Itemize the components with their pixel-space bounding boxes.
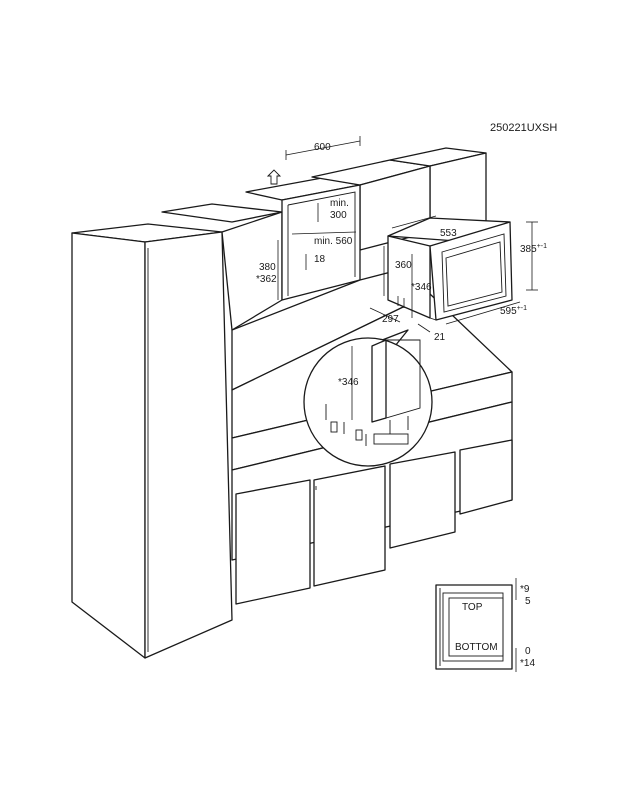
dim-niche-width: 600 xyxy=(314,142,331,153)
dim-unit-body-height: 360 xyxy=(395,260,412,271)
dim-niche-height: 380 xyxy=(259,262,276,273)
dim-unit-front-height: 385+-1 xyxy=(520,243,547,255)
inset-top-label: TOP xyxy=(462,602,483,613)
dim-unit-depth: 553 xyxy=(440,228,457,239)
lower-base-units xyxy=(231,401,513,605)
dim-gap-18: 18 xyxy=(314,254,326,265)
upper-wall-units xyxy=(161,147,513,471)
dim-unit-star-height: *346 xyxy=(411,282,432,293)
inset-top-value: 5 xyxy=(525,596,531,607)
clearance-inset: TOP BOTTOM *9 5 0 *14 xyxy=(435,578,535,672)
inset-bottom-value: 0 xyxy=(525,646,531,657)
microwave-unit xyxy=(387,217,513,321)
up-arrow-icon xyxy=(266,169,282,185)
dim-frame-offset: 21 xyxy=(434,332,446,343)
dim-niche-height-star: *362 xyxy=(256,274,277,285)
inset-bottom-star: *14 xyxy=(520,658,535,669)
inset-top-star: *9 xyxy=(520,584,530,595)
dim-detail-height: *346 xyxy=(338,377,359,388)
niche-dimensions: 600 min. 300 min. 560 380 *362 18 xyxy=(256,136,361,300)
microwave-dimensions: 553 360 *346 385+-1 297 21 595+-1 xyxy=(369,215,547,343)
dim-min-300-value: 300 xyxy=(330,210,347,221)
dim-unit-width: 595+-1 xyxy=(500,305,527,317)
dim-min-300-label: min. xyxy=(330,198,349,209)
inset-bottom-label: BOTTOM xyxy=(455,642,498,653)
tall-cabinet xyxy=(71,223,233,659)
detail-magnifier: *346 xyxy=(303,329,433,467)
model-code: 250221UXSH xyxy=(490,122,557,134)
dim-unit-side-depth: 297 xyxy=(382,314,399,325)
dim-min-560: min. 560 xyxy=(314,236,353,247)
